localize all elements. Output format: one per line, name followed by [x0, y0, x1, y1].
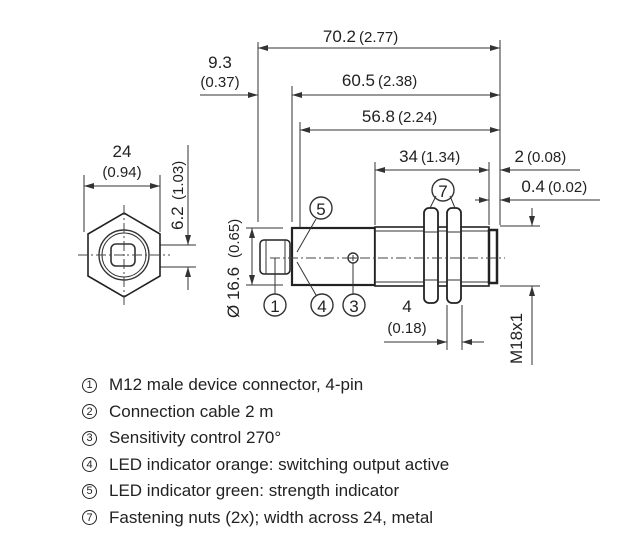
dim-slot: 6.2 — [168, 206, 187, 230]
dim-0-4-in: (0.02) — [548, 179, 587, 196]
dimension-drawing: 1 4 3 5 7 70.2 (2.77) 9.3 (0.37) 60.5 (2… — [78, 27, 600, 365]
dim-2: 2 — [515, 147, 524, 166]
extension-lines — [257, 40, 501, 228]
sensor-side-view — [259, 207, 505, 304]
dim-hex-width-in: (0.94) — [102, 164, 141, 181]
legend-text: M12 male device connector, 4-pin — [109, 375, 364, 394]
legend-number: 1 — [82, 377, 97, 393]
legend-item: 4 LED indicator orange: switching output … — [82, 452, 449, 479]
callout-3: 3 — [342, 293, 366, 317]
legend-text: Connection cable 2 m — [109, 401, 274, 421]
dim-60-5: 60.5 — [342, 71, 375, 90]
dim-connector-offset-in: (0.37) — [200, 74, 239, 91]
dim-60-5-in: (2.38) — [378, 73, 417, 90]
legend-text: LED indicator green: strength indicator — [109, 481, 400, 500]
dim-thread: M18x1 — [507, 313, 526, 364]
dimension-lines — [83, 45, 600, 365]
dim-slot-in: (1.03) — [170, 161, 187, 200]
legend-item: 5 LED indicator green: strength indicator — [82, 478, 449, 505]
dim-hex-width: 24 — [113, 142, 132, 161]
legend-text: Fastening nuts (2x); width across 24, me… — [109, 507, 434, 527]
dim-2-in: (0.08) — [527, 149, 566, 166]
legend-item: 2 Connection cable 2 m — [82, 399, 449, 426]
callout-5: 5 — [309, 196, 333, 220]
legend-text: Sensitivity control 270° — [109, 428, 282, 447]
dim-nut-thickness-in: (0.18) — [387, 320, 426, 337]
svg-text:3: 3 — [349, 297, 358, 316]
hex-nut-end-view — [78, 205, 170, 305]
dim-thread-length: 34 — [399, 147, 418, 166]
svg-text:4: 4 — [317, 297, 326, 316]
dim-overall-length-in: (2.77) — [359, 29, 398, 46]
legend-number: 3 — [82, 430, 97, 446]
callout-4: 4 — [310, 293, 334, 317]
legend-text: LED indicator orange: switching output a… — [109, 454, 450, 474]
legend-number: 4 — [82, 457, 97, 473]
callout-7: 7 — [431, 178, 455, 202]
callout-1: 1 — [263, 293, 287, 317]
dim-connector-offset: 9.3 — [208, 53, 232, 72]
svg-text:5: 5 — [316, 200, 325, 219]
legend-number: 2 — [82, 404, 97, 420]
legend-number: 5 — [82, 483, 97, 499]
legend-item: 1 M12 male device connector, 4-pin — [82, 372, 449, 399]
legend: 1 M12 male device connector, 4-pin 2 Conne… — [82, 372, 449, 531]
dim-diameter: Ø 16.6 — [224, 267, 243, 318]
dim-0-4: 0.4 — [521, 177, 545, 196]
dim-56-8: 56.8 — [362, 107, 395, 126]
dim-nut-thickness: 4 — [402, 297, 411, 316]
dim-thread-length-in: (1.34) — [421, 149, 460, 166]
dim-56-8-in: (2.24) — [398, 109, 437, 126]
legend-item: 7 Fastening nuts (2x); width across 24, m… — [82, 505, 449, 532]
dim-diameter-in: (0.65) — [226, 219, 243, 258]
dim-overall-length: 70.2 — [323, 27, 356, 46]
legend-item: 3 Sensitivity control 270° — [82, 425, 449, 452]
legend-number: 7 — [82, 510, 97, 526]
svg-text:1: 1 — [270, 297, 279, 316]
svg-text:7: 7 — [438, 182, 447, 201]
